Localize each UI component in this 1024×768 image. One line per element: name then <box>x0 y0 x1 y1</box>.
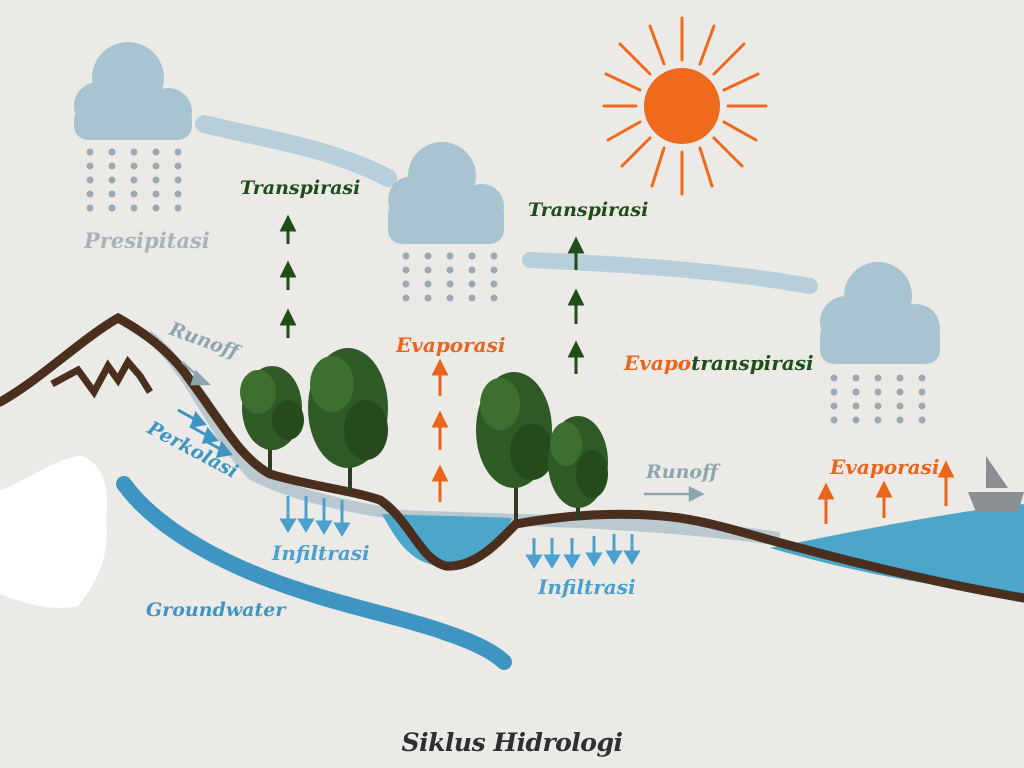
cloud-icon <box>820 262 940 364</box>
runoff-arrows <box>181 361 705 503</box>
tree-icon <box>476 372 554 520</box>
tree-icon <box>548 416 608 520</box>
diagram-title: Siklus Hidrologi <box>401 728 623 757</box>
boat-icon <box>968 456 1024 512</box>
label-infiltrasi-left: Infiltrasi <box>271 541 370 565</box>
perkolasi-arrows <box>177 408 233 458</box>
label-infiltrasi-right: Infiltrasi <box>537 575 636 599</box>
label-transpirasi-right: Transpirasi <box>528 199 648 221</box>
label-evapotranspirasi-part1: Evapo <box>623 351 691 375</box>
label-groundwater: Groundwater <box>146 599 287 621</box>
rain-drops <box>86 148 926 424</box>
label-evaporasi-center: Evaporasi <box>395 333 506 357</box>
label-evapotranspirasi: Evapotranspirasi <box>623 351 814 375</box>
vapor-stream-right <box>522 252 818 294</box>
infiltrasi-arrows-right <box>525 534 641 569</box>
infiltrasi-arrows-left <box>279 496 351 537</box>
label-evapotranspirasi-part2: transpirasi <box>691 351 813 375</box>
cloud-icon <box>74 42 192 140</box>
ground-line <box>0 312 1024 603</box>
label-presipitasi: Presipitasi <box>83 228 210 253</box>
label-transpirasi-left: Transpirasi <box>240 177 360 199</box>
runoff-layer <box>150 330 780 546</box>
transpiration-arrows <box>279 214 585 374</box>
cloud-icon <box>388 142 504 244</box>
label-evaporasi-right: Evaporasi <box>829 455 940 479</box>
evaporation-arrows <box>431 358 955 524</box>
sun-icon <box>602 16 768 196</box>
tree-icon <box>308 348 388 494</box>
tree-icon <box>240 366 304 470</box>
sea <box>770 504 1024 596</box>
rock-blob <box>0 456 108 608</box>
vapor-stream-left <box>195 115 397 187</box>
mountain-icon <box>50 355 153 399</box>
groundwater-stream <box>116 476 512 670</box>
label-runoff-center: Runoff <box>645 461 721 483</box>
